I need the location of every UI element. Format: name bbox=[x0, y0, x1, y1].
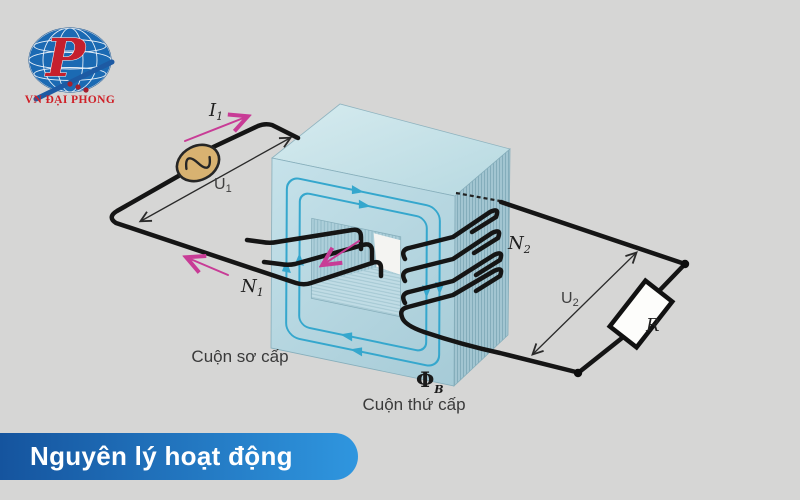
ac-source-icon bbox=[175, 143, 221, 183]
transformer-core bbox=[270, 103, 511, 387]
junction-dot-top bbox=[680, 259, 690, 269]
hidden-wire-dashed bbox=[455, 191, 501, 203]
current-direction-arrow-window bbox=[324, 240, 360, 264]
primary-bottom-wire bbox=[109, 171, 384, 287]
label-load: R bbox=[645, 315, 660, 336]
voltage-secondary-arrow bbox=[531, 251, 638, 356]
secondary-coil bbox=[399, 208, 579, 375]
primary-circuit bbox=[109, 117, 384, 287]
label-turns-secondary: N2 bbox=[507, 233, 531, 256]
core-front-face bbox=[270, 157, 456, 387]
sine-wave-icon bbox=[184, 155, 212, 171]
label-primary-coil: Cuộn sơ cấp bbox=[191, 347, 288, 366]
current-direction-arrow-top bbox=[184, 117, 246, 142]
wire-to-load-bottom bbox=[575, 335, 625, 376]
secondary-top-wire bbox=[498, 199, 688, 267]
logo-dots bbox=[67, 81, 89, 93]
section-title-banner: Nguyên lý hoạt động bbox=[0, 433, 358, 480]
logo-company-name: VN ĐẠI PHONG bbox=[25, 94, 115, 106]
load-resistor bbox=[606, 277, 676, 351]
voltage-primary-arrow bbox=[138, 136, 293, 223]
wire-to-load-top bbox=[657, 261, 688, 293]
label-secondary-coil: Cuộn thứ cấp bbox=[362, 395, 465, 414]
label-voltage-primary: U1 bbox=[214, 176, 232, 195]
label-turns-primary: N1 bbox=[240, 276, 264, 299]
logo-swoosh bbox=[33, 59, 115, 102]
label-voltage-secondary: U2 bbox=[561, 290, 579, 309]
junction-dot-bottom bbox=[573, 368, 583, 378]
label-current-primary: I1 bbox=[208, 100, 223, 123]
section-title: Nguyên lý hoạt động bbox=[30, 441, 293, 471]
label-flux: ΦB bbox=[416, 367, 444, 396]
diagram-labels: I1 U1 N1 N2 U2 R ΦB Cuộn sơ cấp Cuộn thứ… bbox=[191, 100, 659, 414]
secondary-circuit bbox=[399, 191, 690, 378]
company-logo: P VN ĐẠI PHONG bbox=[25, 27, 115, 106]
primary-top-wire bbox=[206, 121, 301, 152]
current-direction-arrow-bottom bbox=[188, 258, 229, 276]
